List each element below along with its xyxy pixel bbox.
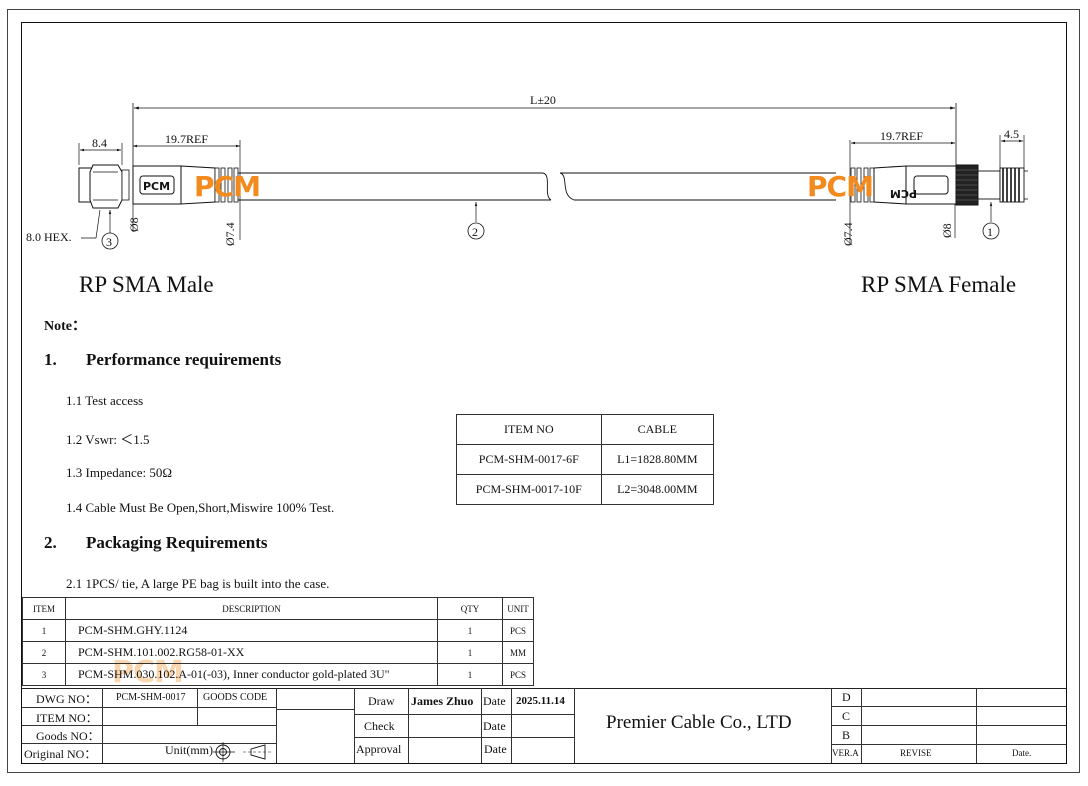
bom-qty: 1 bbox=[437, 641, 503, 664]
item-no-cell: PCM-SHM-0017-6F bbox=[456, 444, 602, 475]
goods-no-label: Goods NO： bbox=[36, 729, 100, 743]
hex-note: 8.0 HEX. bbox=[26, 230, 72, 244]
bom-row: 2 PCM-SHM.101.002.RG58-01-XX 1 MM bbox=[22, 641, 534, 664]
inner-frame bbox=[21, 22, 1067, 764]
draw-date-label: Date bbox=[483, 694, 506, 708]
item-no-cell: PCM-SHM-0017-10F bbox=[456, 474, 602, 505]
requirement-item: 1.1 Test access bbox=[66, 393, 144, 408]
check-label: Check bbox=[364, 719, 395, 733]
goods-code-label: GOODS CODE bbox=[203, 692, 268, 703]
approval-date-label: Date bbox=[484, 742, 507, 756]
header-item: ITEM bbox=[22, 597, 66, 620]
right-ref-dimension: 19.7REF bbox=[880, 129, 923, 143]
section-number: 2. bbox=[44, 533, 57, 552]
left-connector-label: RP SMA Male bbox=[79, 272, 214, 297]
pcm-logo-right: PCM bbox=[807, 170, 873, 203]
left-connector-rp-sma-male: 8.4 19.7REF PCM Ø8 Ø7.4 8.0 HEX. 3 PC bbox=[26, 132, 261, 250]
balloon-2: 2 bbox=[472, 225, 478, 239]
bom-unit: PCS bbox=[502, 619, 534, 642]
header-item-no: ITEM NO bbox=[456, 414, 602, 445]
bom-row: 1 PCM-SHM.GHY.1124 1 PCS bbox=[22, 619, 534, 642]
packaging-item: 2.1 1PCS/ tie, A large PE bag is built i… bbox=[66, 576, 330, 591]
bom-unit: MM bbox=[502, 641, 534, 664]
title-block bbox=[22, 688, 1066, 764]
right-connector-rp-sma-female: 19.7REF 4.5 PCM bbox=[807, 127, 1028, 246]
hex-width-dimension: 8.4 bbox=[92, 136, 107, 150]
requirement-item: 1.2 Vswr: ＜1.5 bbox=[66, 432, 150, 447]
thread-length-dimension: 4.5 bbox=[1004, 127, 1019, 141]
right-body-brand-mark: PCM bbox=[890, 187, 917, 200]
note-title: Note： bbox=[44, 319, 86, 334]
left-body-brand-mark: PCM bbox=[143, 180, 170, 193]
cable-length-cell: L2=3048.00MM bbox=[600, 474, 715, 505]
right-boot-diameter: Ø7.4 bbox=[841, 222, 855, 246]
bom-qty: 1 bbox=[437, 619, 503, 642]
item-cable-table: ITEM NO CABLE PCM-SHM-0017-6F L1=1828.80… bbox=[456, 414, 715, 505]
bom-item: 2 bbox=[22, 641, 66, 664]
overall-length-text: L±20 bbox=[530, 93, 556, 107]
header-cable: CABLE bbox=[600, 414, 715, 445]
approval-label: Approval bbox=[356, 742, 402, 756]
bom-row: 3 PCM-SHM.030.102.A-01(-03), Inner condu… bbox=[22, 663, 534, 686]
balloon-1: 1 bbox=[987, 225, 993, 239]
dwg-no-value: PCM-SHM-0017 bbox=[116, 692, 186, 703]
check-date-label: Date bbox=[483, 719, 506, 733]
original-no-label: Original NO： bbox=[24, 747, 97, 761]
requirement-item: 1.3 Impedance: 50Ω bbox=[66, 465, 173, 480]
header-qty: QTY bbox=[437, 597, 503, 620]
overall-length-dimension: L±20 bbox=[132, 93, 957, 175]
revision-d: D bbox=[842, 690, 851, 704]
pcm-logo-left: PCM bbox=[194, 170, 260, 203]
table-row: PCM-SHM-0017-10F L2=3048.00MM bbox=[456, 474, 715, 505]
section-packaging-heading: 2. Packaging Requirements bbox=[44, 533, 268, 553]
section-title: Packaging Requirements bbox=[86, 533, 268, 552]
left-boot-diameter: Ø7.4 bbox=[223, 222, 237, 246]
bom-description: PCM-SHM.GHY.1124 bbox=[65, 619, 438, 642]
left-body-diameter: Ø8 bbox=[127, 217, 141, 232]
section-performance-heading: 1. Performance requirements bbox=[44, 350, 281, 370]
outer-frame bbox=[7, 9, 1080, 773]
revision-c: C bbox=[842, 709, 851, 723]
revision-b: B bbox=[842, 728, 851, 742]
right-connector-label: RP SMA Female bbox=[861, 272, 1017, 297]
requirement-item: 1.4 Cable Must Be Open,Short,Miswire 100… bbox=[66, 500, 335, 515]
bom-qty: 1 bbox=[437, 663, 503, 686]
item-no-label: ITEM NO： bbox=[36, 711, 98, 725]
cable: 2 bbox=[238, 172, 836, 240]
section-number: 1. bbox=[44, 350, 57, 369]
header-description: DESCRIPTION bbox=[65, 597, 438, 620]
cable-length-cell: L1=1828.80MM bbox=[600, 444, 715, 475]
bill-of-materials-table: ITEM DESCRIPTION QTY UNIT 1 PCM-SHM.GHY.… bbox=[22, 597, 534, 686]
bom-description: PCM-SHM.030.102.A-01(-03), Inner conduct… bbox=[65, 663, 438, 686]
left-ref-dimension: 19.7REF bbox=[165, 132, 208, 146]
table-header-row: ITEM NO CABLE bbox=[456, 414, 715, 445]
draw-name: James Zhuo bbox=[411, 694, 474, 708]
projection-symbol-icon bbox=[213, 742, 273, 762]
company-name: Premier Cable Co., LTD bbox=[606, 712, 792, 733]
revise-label: REVISE bbox=[900, 748, 932, 758]
version-label: VER.A bbox=[832, 748, 859, 758]
unit-label: Unit(mm) bbox=[165, 743, 213, 757]
section-title: Performance requirements bbox=[86, 350, 282, 369]
bom-item: 3 bbox=[22, 663, 66, 686]
bom-item: 1 bbox=[22, 619, 66, 642]
bom-header-row: ITEM DESCRIPTION QTY UNIT bbox=[22, 597, 534, 620]
draw-date-value: 2025.11.14 bbox=[516, 695, 565, 707]
table-row: PCM-SHM-0017-6F L1=1828.80MM bbox=[456, 444, 715, 475]
bom-description: PCM-SHM.101.002.RG58-01-XX bbox=[65, 641, 438, 664]
draw-label: Draw bbox=[368, 694, 395, 708]
balloon-3: 3 bbox=[106, 235, 112, 249]
right-body-diameter: Ø8 bbox=[940, 223, 954, 238]
dwg-no-label: DWG NO： bbox=[36, 692, 97, 706]
revision-date-label: Date. bbox=[1012, 748, 1032, 758]
bom-unit: PCS bbox=[502, 663, 534, 686]
header-unit: UNIT bbox=[502, 597, 534, 620]
